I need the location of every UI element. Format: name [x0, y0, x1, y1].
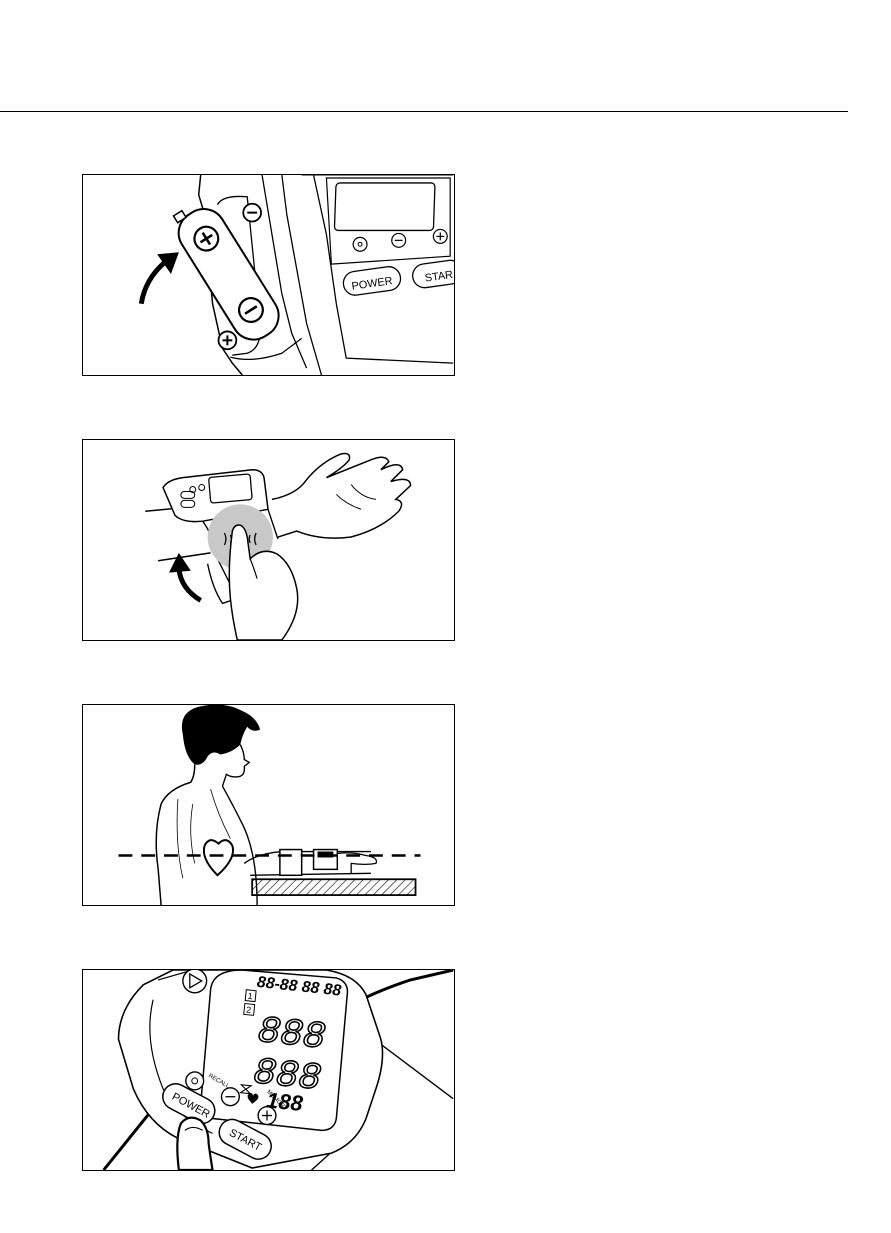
arrow-up-icon — [141, 262, 165, 304]
figure-cuff-fastening — [82, 439, 455, 641]
arrow-up-icon — [179, 569, 201, 601]
header-rule — [0, 111, 848, 112]
play-button-icon — [183, 970, 207, 993]
figure-battery-insertion: POWER STAR — [82, 174, 455, 376]
start-label: STAR — [424, 269, 454, 285]
clock-button-icon — [186, 1072, 204, 1090]
memory-zone-1: 1 — [247, 991, 253, 1001]
posture-illustration — [83, 705, 454, 905]
device-display-illustration: 88-88 88 88 1 2 888 888 188 RECALL MEMOR… — [83, 970, 454, 1170]
wrist-cuff-illustration — [83, 440, 454, 640]
figure-measuring-posture — [82, 704, 455, 906]
memory-button-icon — [353, 237, 367, 251]
figure-power-button: 88-88 88 88 1 2 888 888 188 RECALL MEMOR… — [82, 969, 455, 1171]
battery-illustration: POWER STAR — [83, 175, 454, 375]
power-label: POWER — [351, 275, 393, 293]
memory-zone-2: 2 — [246, 1005, 252, 1015]
hair-shape — [182, 705, 260, 765]
heart-icon — [204, 840, 233, 875]
table-surface — [252, 879, 415, 895]
